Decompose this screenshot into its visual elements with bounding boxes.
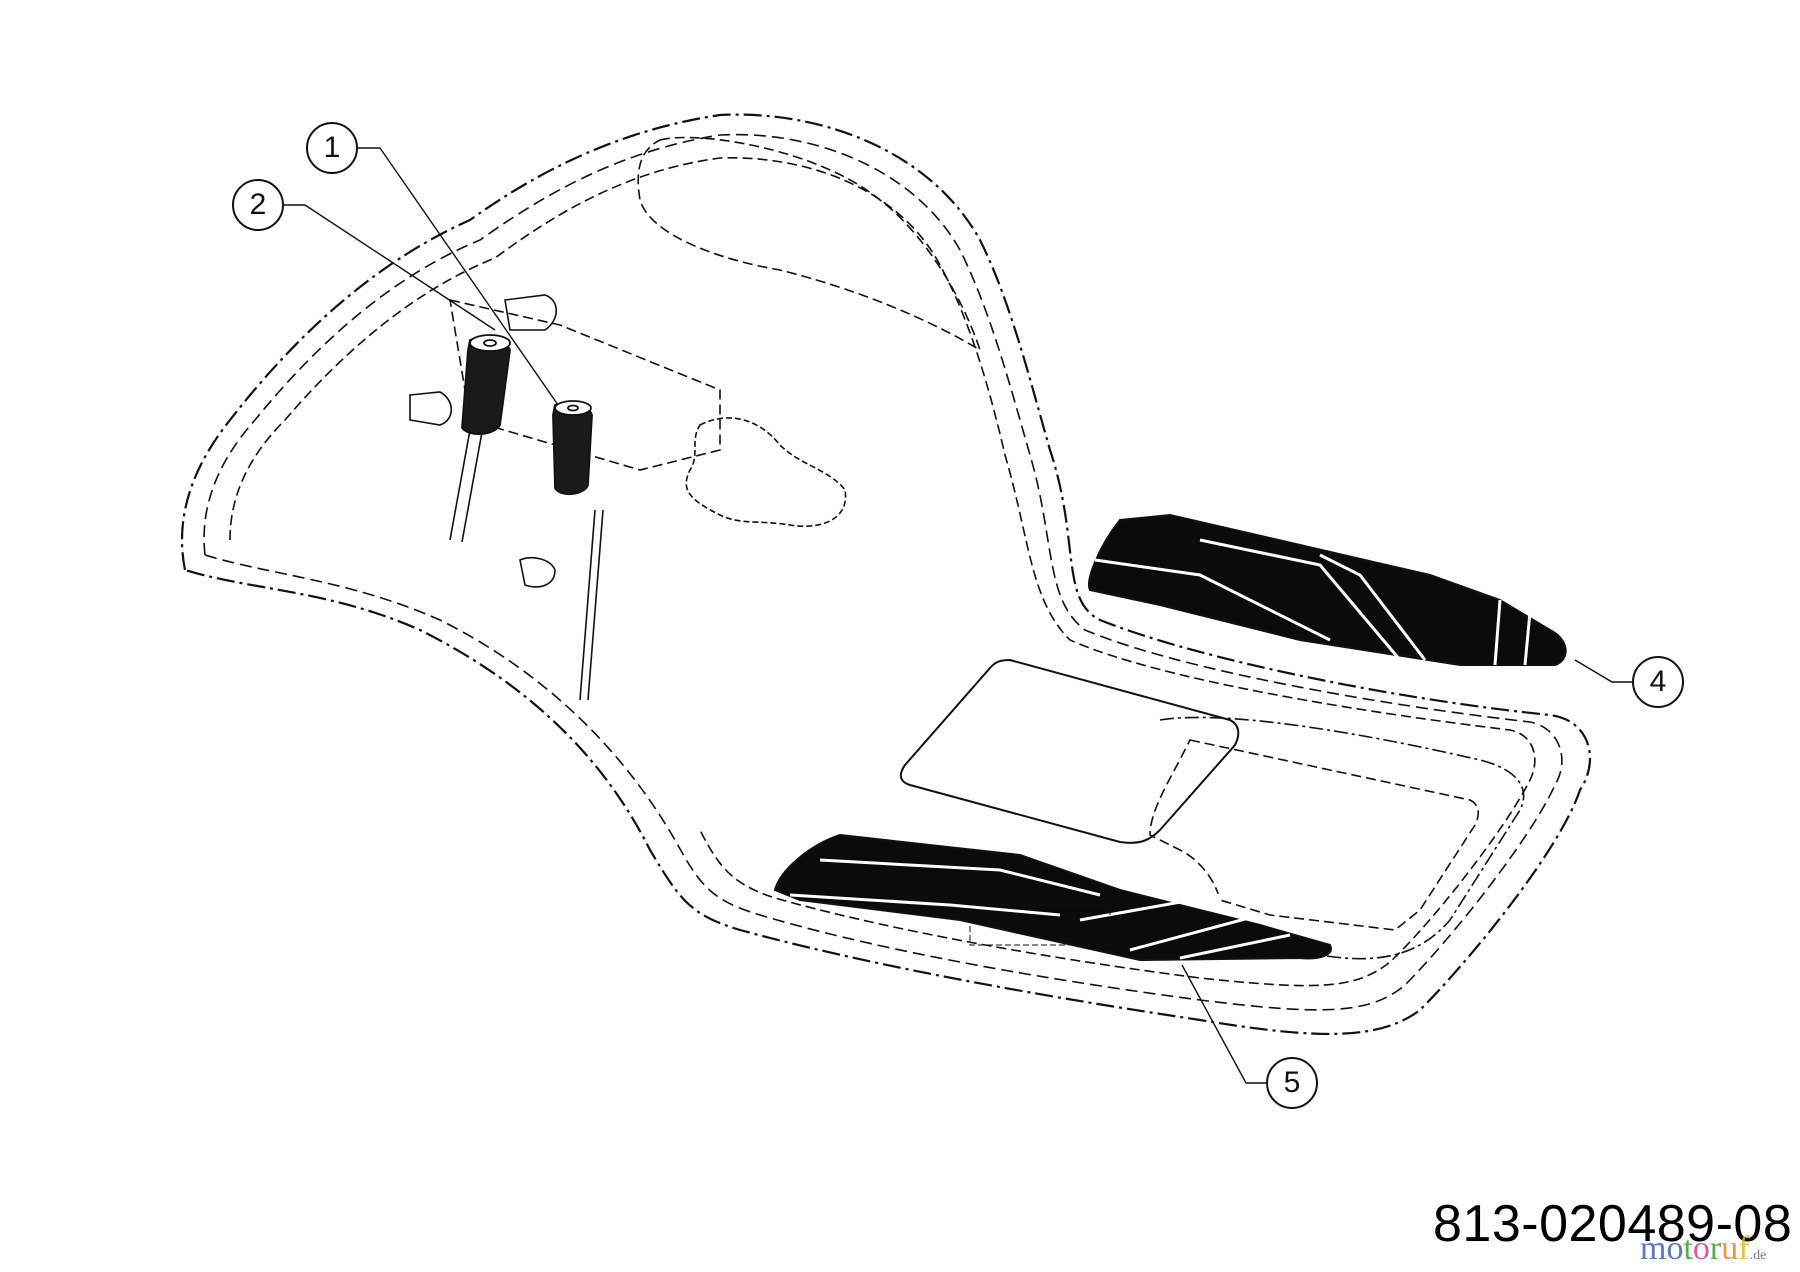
- leader-line-1: [358, 147, 566, 416]
- watermark-logo: motoruf.de: [1640, 1232, 1766, 1266]
- leader-line-5: [1181, 964, 1266, 1084]
- watermark-letter: u: [1721, 1230, 1739, 1267]
- lever-shaft-right: [579, 509, 604, 701]
- body-inner-outline: [203, 133, 1563, 1011]
- body-outer-outline: [180, 113, 1592, 1036]
- upper-recess: [637, 136, 982, 352]
- body-inner-outline-2: [229, 157, 1536, 987]
- watermark-letter: o: [1692, 1230, 1710, 1267]
- leader-line-2: [284, 204, 496, 331]
- callout-2-label: 2: [249, 188, 267, 221]
- lever-knob-left: [461, 334, 511, 435]
- lever-shaft-left: [449, 429, 483, 543]
- foot-pad-left: [773, 833, 1332, 962]
- hinge-tab: [504, 294, 558, 331]
- rear-frame: [1159, 716, 1525, 960]
- leader-line-4: [1574, 659, 1632, 683]
- callout-4: 4: [1632, 656, 1684, 708]
- hinge-tab: [409, 391, 453, 426]
- callout-5: 5: [1266, 1057, 1318, 1109]
- callout-1-label: 1: [323, 131, 341, 164]
- callout-2: 2: [232, 179, 284, 231]
- callout-4-label: 4: [1649, 665, 1667, 698]
- watermark-letter: r: [1709, 1230, 1722, 1267]
- center-opening: [899, 658, 1240, 844]
- rear-frame-cutout: [1149, 739, 1480, 931]
- lever-knob-right: [552, 400, 593, 495]
- callout-1: 1: [306, 122, 358, 174]
- bone-plate: [685, 417, 847, 527]
- watermark-letter: t: [1683, 1230, 1693, 1267]
- foot-pad-right: [1088, 513, 1567, 666]
- watermark-letter: m: [1640, 1230, 1667, 1267]
- watermark-letter: f: [1738, 1230, 1750, 1267]
- watermark-letter: o: [1666, 1230, 1684, 1267]
- watermark-tld: .de: [1749, 1248, 1767, 1263]
- part-number: 813-020489-08: [1433, 1195, 1793, 1253]
- callout-5-label: 5: [1283, 1066, 1301, 1099]
- hinge-tab: [519, 556, 556, 588]
